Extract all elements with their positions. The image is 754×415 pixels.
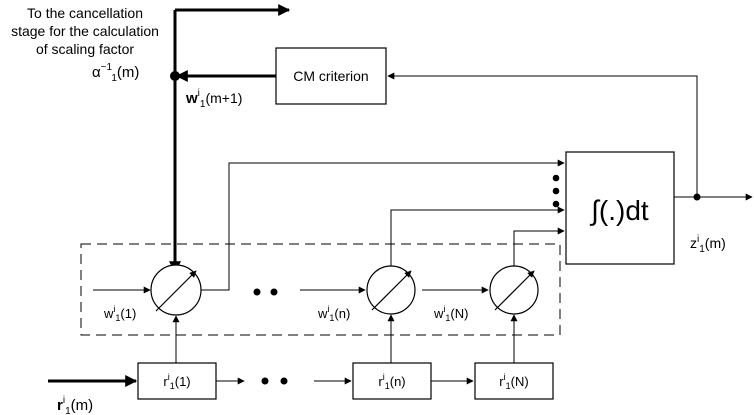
delay-label-1: ri1(1) bbox=[163, 372, 190, 391]
delay-box-1: ri1(1) bbox=[137, 362, 217, 400]
top-note-line1: To the cancellation bbox=[27, 5, 143, 21]
weight-bus bbox=[169, 4, 291, 274]
alpha-label: α~11(m) bbox=[92, 62, 139, 84]
multiplier-1 bbox=[150, 264, 202, 316]
output-path bbox=[674, 193, 753, 201]
output-junction bbox=[693, 193, 701, 201]
ellipsis-dot bbox=[552, 187, 560, 195]
multiplier-N bbox=[489, 265, 539, 315]
multiplier-output-paths bbox=[200, 159, 565, 291]
ellipsis-dot bbox=[261, 377, 269, 385]
z-output-label: zi1(m) bbox=[690, 234, 726, 255]
junction-dot bbox=[170, 71, 180, 81]
integrator-label: ∫(.)dt bbox=[589, 195, 649, 226]
cm-criterion-block: CM criterion bbox=[275, 47, 387, 105]
weighting-region bbox=[80, 243, 561, 336]
delay-box-N: ri1(N) bbox=[474, 362, 554, 400]
ellipsis-dot bbox=[253, 288, 261, 296]
delay-label-N: ri1(N) bbox=[499, 372, 528, 391]
w-update-label: wi1(m+1) bbox=[185, 88, 242, 110]
multiplier-n bbox=[366, 265, 416, 315]
cm-criterion-label: CM criterion bbox=[293, 68, 368, 84]
top-note: To the cancellation stage for the calcul… bbox=[11, 5, 159, 84]
integrator-block: ∫(.)dt bbox=[565, 151, 675, 265]
ellipsis-dot bbox=[280, 377, 288, 385]
ellipsis-dot bbox=[552, 200, 560, 208]
top-note-line2: stage for the calculation bbox=[11, 23, 159, 39]
weight-label-1: wi1(1) bbox=[103, 304, 136, 323]
r-input-label: ri1(m) bbox=[57, 395, 93, 415]
feedback-path bbox=[387, 72, 698, 197]
delay-box-n: ri1(n) bbox=[352, 362, 432, 400]
tap-arrows bbox=[172, 314, 518, 363]
delay-label-n: ri1(n) bbox=[378, 372, 405, 391]
weight-label-n: wi1(n) bbox=[317, 304, 350, 323]
weight-label-N: wi1(N) bbox=[433, 304, 468, 323]
ellipsis-dot bbox=[270, 288, 278, 296]
ellipsis-dot bbox=[552, 174, 560, 182]
top-note-line3: of scaling factor bbox=[36, 41, 134, 57]
